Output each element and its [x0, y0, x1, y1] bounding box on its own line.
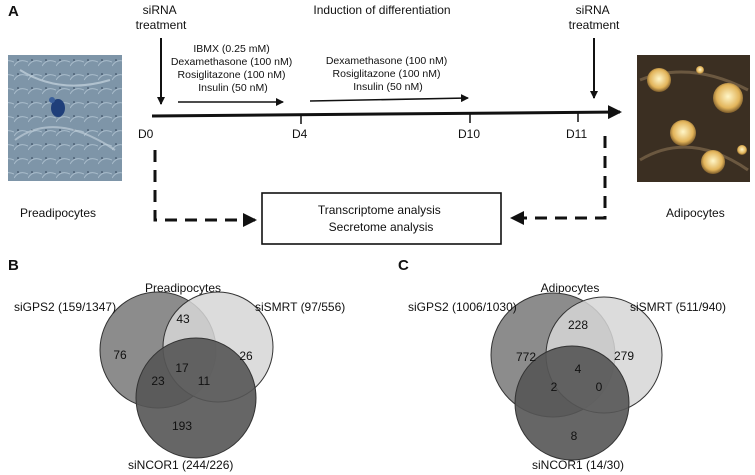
venn-b-gps2-ncor1: 23	[151, 374, 165, 388]
dashed-path-right	[510, 136, 607, 225]
venn-b-gps2-smrt: 43	[176, 312, 190, 326]
adipocytes-label: Adipocytes	[666, 206, 725, 220]
venn-b-smrt-ncor1: 11	[198, 374, 211, 388]
treatment-block-2: Dexamethasone (100 nM) Rosiglitazone (10…	[326, 55, 450, 93]
venn-b-label-ncor1: siNCOR1 (244/226)	[128, 458, 233, 472]
treatment-block-1: IBMX (0.25 mM) Dexamethasone (100 nM) Ro…	[171, 43, 295, 94]
day-d4: D4	[292, 127, 308, 141]
venn-c-smrt-ncor1: 0	[596, 380, 603, 394]
venn-b-smrt-only: 26	[239, 349, 253, 363]
venn-b-circle-ncor1	[135, 337, 257, 459]
venn-c-gps2-smrt: 228	[568, 318, 588, 332]
panel-c-letter: C	[398, 257, 409, 274]
induction-label: Induction of differentiation	[313, 3, 450, 17]
day-d11: D11	[566, 127, 587, 141]
preadipocyte-image	[8, 55, 122, 181]
panel-a-letter: A	[8, 3, 19, 20]
venn-c-gps2-only: 772	[516, 350, 536, 364]
venn-c-all-three: 4	[575, 362, 582, 376]
treatment-arrow-2	[309, 94, 469, 103]
dashed-path-left	[153, 150, 257, 227]
sirna-treatment-left: siRNA treatment	[136, 3, 187, 32]
venn-c-smrt-only: 279	[614, 349, 634, 363]
venn-b	[99, 291, 274, 459]
venn-c-title: Adipocytes	[541, 281, 600, 295]
day-d10: D10	[458, 127, 480, 141]
venn-c-ncor1-only: 8	[571, 429, 578, 443]
venn-b-all-three: 17	[175, 361, 189, 375]
preadipocytes-label: Preadipocytes	[20, 206, 96, 220]
venn-c-circle-ncor1	[514, 345, 630, 461]
day-d0: D0	[138, 127, 154, 141]
panel-b-letter: B	[8, 257, 19, 274]
venn-b-title: Preadipocytes	[145, 281, 221, 295]
venn-c-label-smrt: siSMRT (511/940)	[630, 300, 726, 314]
venn-c-gps2-ncor1: 2	[551, 380, 558, 394]
sirna-treatment-right: siRNA treatment	[569, 3, 620, 32]
venn-b-gps2-only: 76	[113, 348, 127, 362]
venn-c	[490, 292, 663, 461]
timeline-arrow	[151, 105, 622, 120]
venn-b-ncor1-only: 193	[172, 419, 192, 433]
venn-c-label-gps2: siGPS2 (1006/1030)	[408, 300, 517, 314]
adipocyte-image	[637, 55, 750, 182]
analysis-box	[261, 192, 502, 245]
venn-b-label-gps2: siGPS2 (159/1347)	[14, 300, 116, 314]
analysis-box-text: Transcriptome analysis Secretome analysi…	[318, 203, 444, 234]
venn-b-label-smrt: siSMRT (97/556)	[255, 300, 345, 314]
venn-c-label-ncor1: siNCOR1 (14/30)	[532, 458, 624, 472]
